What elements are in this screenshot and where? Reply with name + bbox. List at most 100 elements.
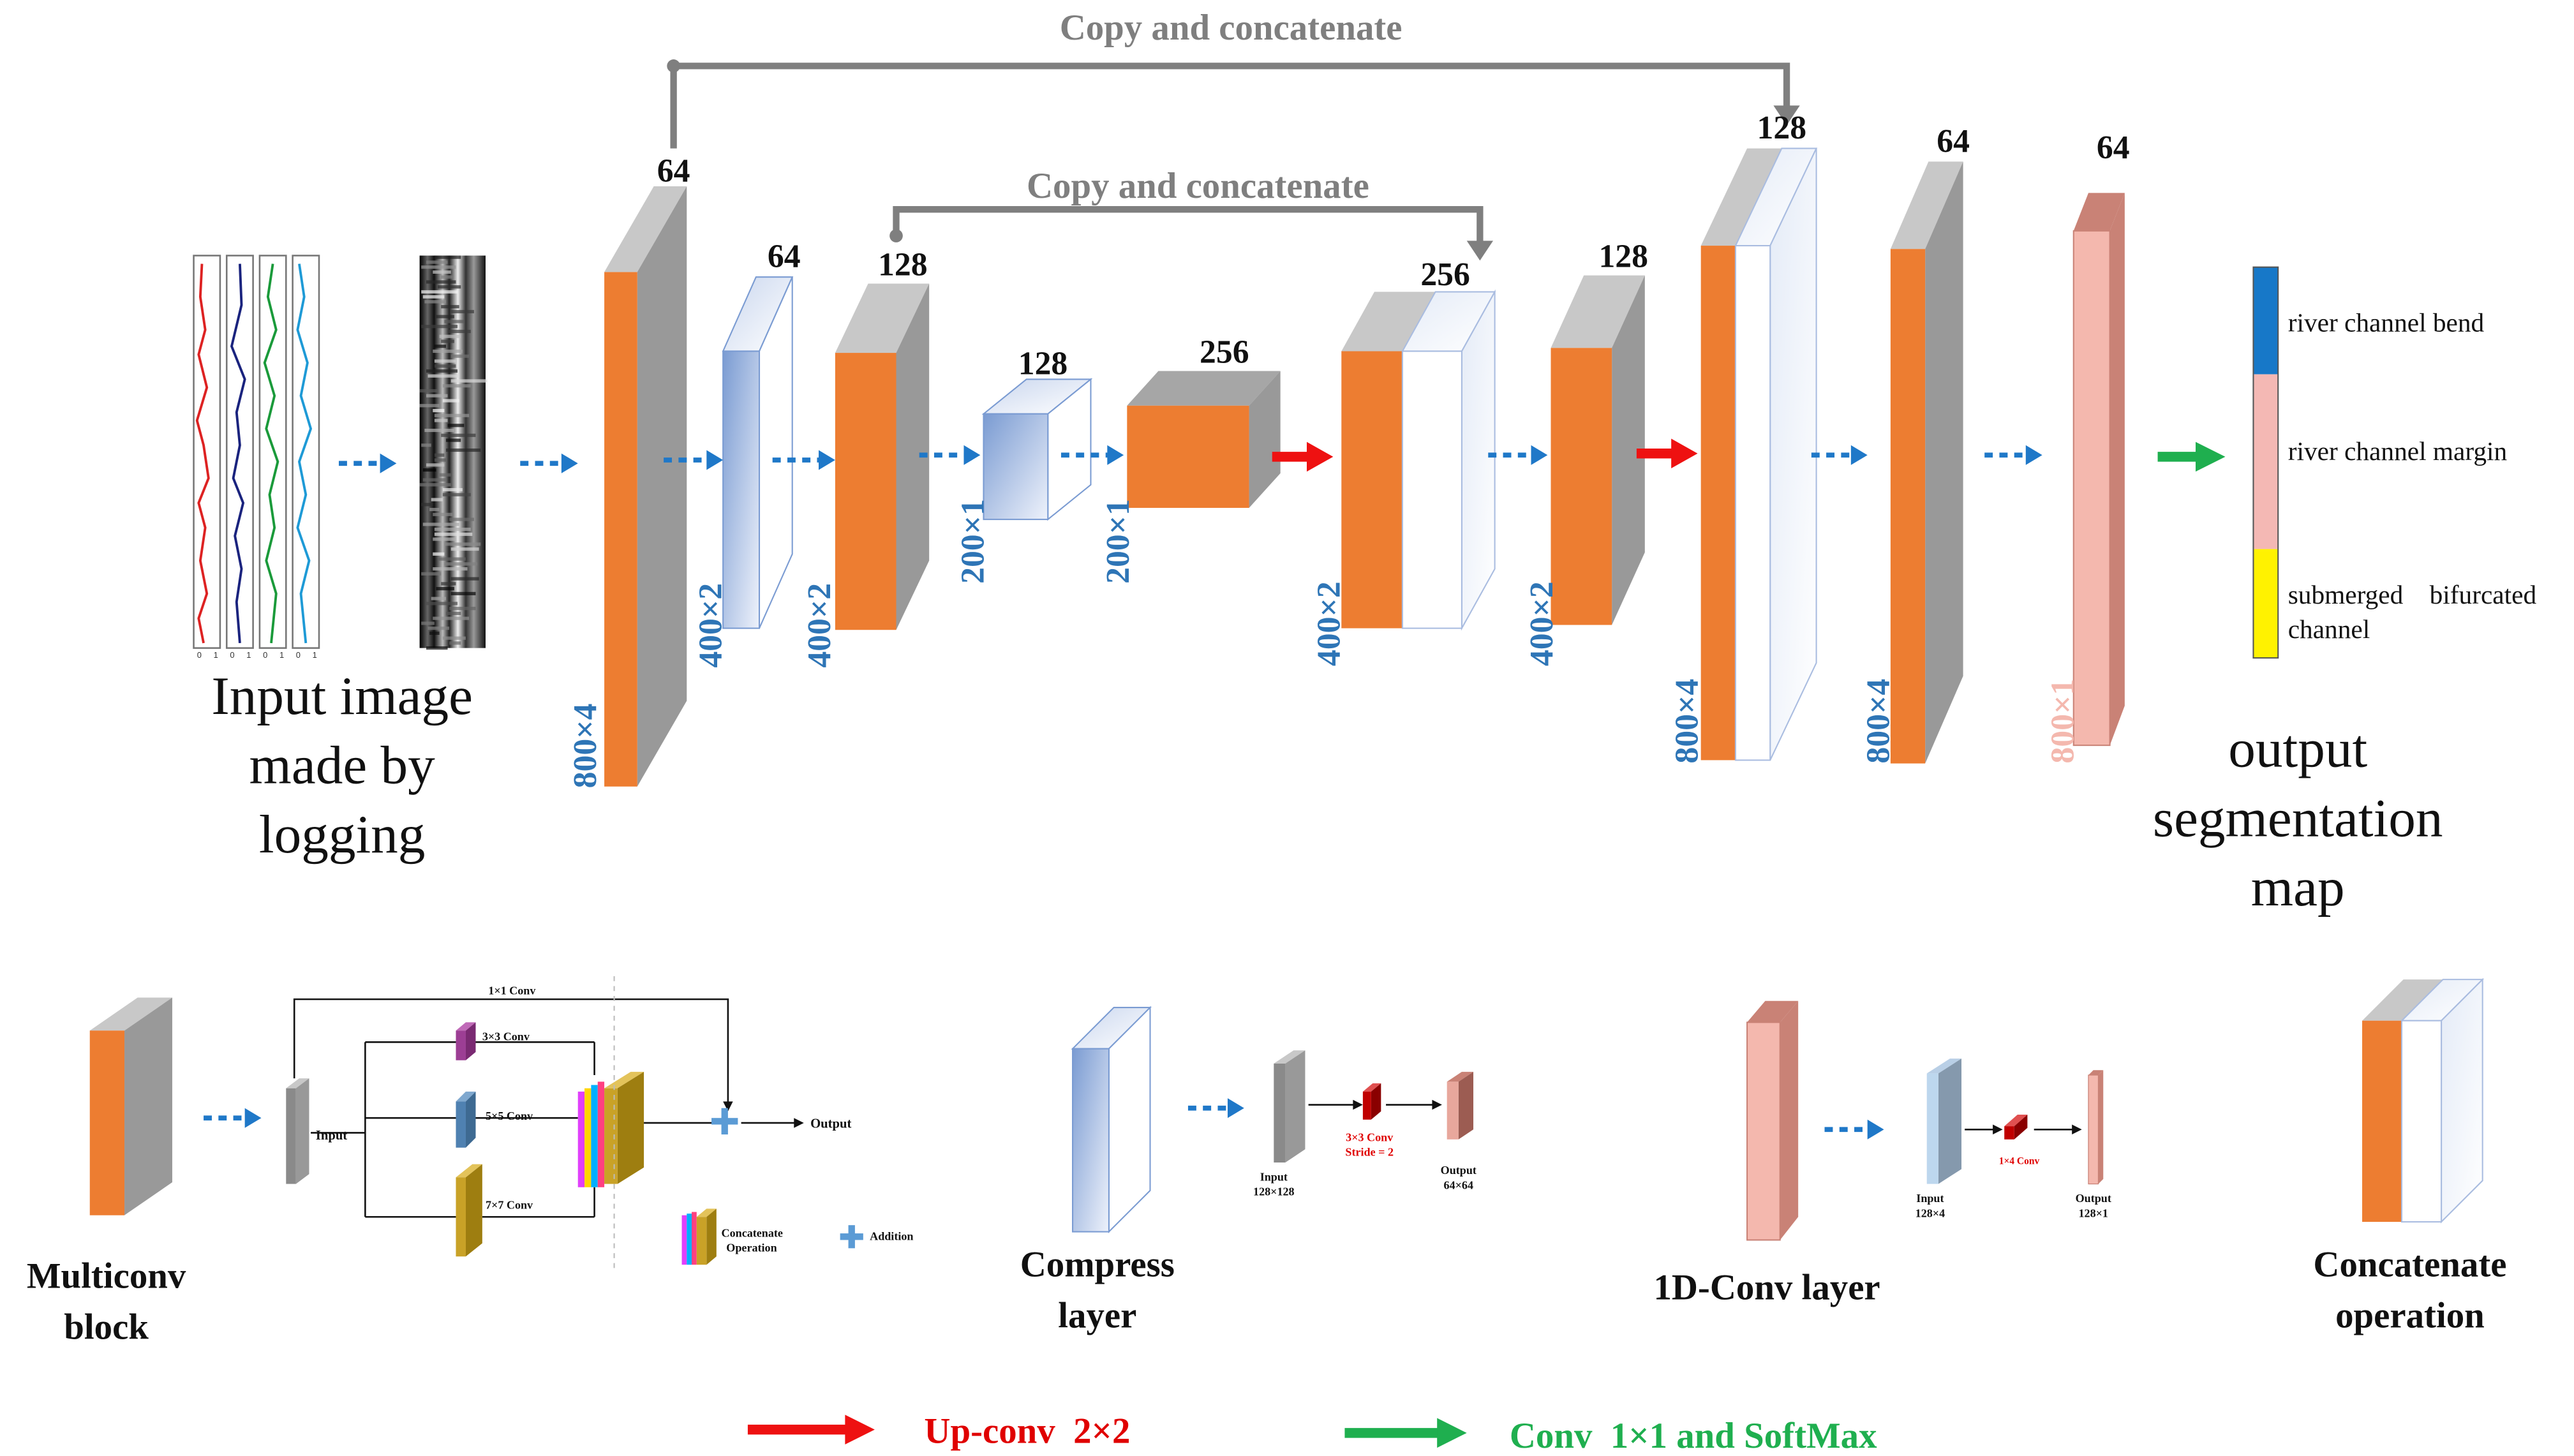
- blue-dashed-arrow: [1060, 445, 1124, 465]
- encoder-block-1-channels: 64: [657, 152, 690, 189]
- arrow-legend: Up-conv 2×2 Conv 1×1 and SoftMax: [747, 1411, 1877, 1456]
- conv1d-block-channels: 64: [2097, 130, 2130, 166]
- conv1d-input-label-line2: 128×4: [1916, 1207, 1945, 1219]
- compress-input-label-line2: 128×128: [1253, 1185, 1295, 1198]
- outer-skip-label: Copy and concatenate: [1060, 8, 1402, 48]
- blue-dashed-arrow: [1187, 1098, 1244, 1118]
- compress-op-label-line2: Stride = 2: [1345, 1146, 1394, 1159]
- bottleneck-block-size: 200×1: [1100, 499, 1136, 584]
- inner-skip-connection: Copy and concatenate: [889, 166, 1494, 261]
- log-tick: 1: [313, 650, 317, 660]
- decoder-block-1: 128 400×2: [1524, 239, 1648, 666]
- encoder-block-1: 64 800×4: [567, 152, 690, 788]
- compress-block-1: 64 400×2: [693, 239, 801, 668]
- legend-compress: Compress layer Input 128×128 3×3 Conv St…: [1020, 1006, 1477, 1335]
- concat-title-line2: operation: [2335, 1295, 2485, 1335]
- flow-arrows: [338, 438, 2226, 473]
- input-grayscale-image: [419, 255, 487, 650]
- bottleneck-block-channels: 256: [1200, 334, 1249, 371]
- concat-block-1: 256 400×2: [1311, 256, 1496, 666]
- multiconv-output-label: Output: [810, 1117, 851, 1131]
- output-caption-line2: segmentation: [2153, 788, 2443, 848]
- multiconv-addition-label: Addition: [870, 1229, 913, 1242]
- compress-input-label-line1: Input: [1260, 1170, 1288, 1183]
- encoder-block-2-channels: 128: [878, 247, 928, 283]
- multiconv-conv5x5-label: 5×5 Conv: [486, 1110, 533, 1122]
- decoder-block-2-size: 800×4: [1860, 679, 1896, 764]
- legend-conv1d: 1D-Conv layer Input 128×4 1×4 Conv Outpu…: [1653, 1000, 2111, 1307]
- navy-log-curve-icon: [225, 255, 254, 649]
- log-tick: 1: [279, 650, 284, 660]
- conv1d-block-size: 800×1: [2045, 679, 2081, 764]
- multiconv-conv7x7-label: 7×7 Conv: [486, 1198, 533, 1211]
- bottleneck-block: 256 200×1: [1100, 334, 1281, 584]
- addition-icon: [840, 1225, 863, 1249]
- log-tick: 1: [214, 650, 218, 660]
- input-caption-line3: logging: [259, 805, 426, 865]
- encoder-block-2-size: 400×2: [801, 583, 838, 668]
- blue-dashed-arrow: [1811, 445, 1868, 465]
- log-tick: 0: [197, 650, 202, 660]
- compress-block-2-size: 200×1: [955, 499, 991, 584]
- blue-dashed-arrow: [919, 445, 981, 465]
- compress-block-1-channels: 64: [768, 239, 801, 275]
- class-label-bifurcated: submerged bifurcated: [2288, 580, 2537, 609]
- compress-output-label-line1: Output: [1441, 1164, 1477, 1177]
- inner-skip-label: Copy and concatenate: [1027, 166, 1369, 206]
- upconv-legend-label: Up-conv 2×2: [924, 1411, 1130, 1451]
- multiconv-concat-label-line1: Concatenate: [722, 1226, 783, 1239]
- multiconv-title-line1: Multiconv: [27, 1256, 186, 1296]
- conv1d-title: 1D-Conv layer: [1653, 1267, 1880, 1307]
- decoder-block-1-size: 400×2: [1524, 581, 1560, 666]
- multiconv-conv1x1-label: 1×1 Conv: [488, 984, 536, 997]
- legend-concat: Concatenate operation: [2313, 977, 2507, 1335]
- input-log-curves: 0 1 0 1 0 1 0 1: [193, 255, 320, 660]
- softmax-legend-label: Conv 1×1 and SoftMax: [1510, 1416, 1877, 1456]
- output-caption-line1: output: [2228, 719, 2367, 779]
- log-tick: 0: [263, 650, 267, 660]
- blue-dashed-arrow: [664, 450, 724, 470]
- compress-op-label-line1: 3×3 Conv: [1346, 1131, 1394, 1143]
- concat-block-1-channels: 256: [1420, 256, 1470, 293]
- conv1d-op-label: 1×4 Conv: [1999, 1156, 2040, 1167]
- decoder-block-2-channels: 64: [1937, 123, 1970, 160]
- input-caption-line1: Input image: [211, 666, 473, 726]
- concat-title-line1: Concatenate: [2313, 1244, 2506, 1284]
- legend-multiconv: Multiconv block Input 1×1 Conv 3×3 Conv …: [27, 976, 913, 1348]
- multiconv-concat-label-line2: Operation: [726, 1242, 777, 1254]
- multiconv-title-line2: block: [64, 1307, 149, 1348]
- encoder-block-2: 128 400×2: [801, 247, 930, 668]
- compress-output-label-line2: 64×64: [1444, 1178, 1473, 1191]
- compress-block-2-channels: 128: [1018, 346, 1068, 382]
- log-tick: 1: [246, 650, 251, 660]
- blue-log-curve-icon: [292, 255, 320, 649]
- outer-skip-connection: Copy and concatenate: [667, 8, 1800, 149]
- output-caption-line3: map: [2251, 858, 2345, 917]
- green-log-curve-icon: [258, 255, 287, 649]
- segment-bifurcated: [2253, 549, 2279, 658]
- concat-block-2: 128 800×4: [1669, 110, 1818, 764]
- multiconv-input-label: Input: [316, 1129, 348, 1143]
- red-log-curve-icon: [193, 255, 221, 649]
- concat-block-1-size: 400×2: [1311, 581, 1348, 666]
- conv1d-input-label-line1: Input: [1916, 1192, 1944, 1205]
- class-label-channel: channel: [2288, 614, 2370, 644]
- class-label-margin: river channel margin: [2288, 436, 2508, 466]
- conv1d-block: 64 800×1: [2045, 130, 2130, 763]
- output-segmentation-map: river channel bend river channel margin …: [2252, 266, 2537, 659]
- conv1d-output-label-line1: Output: [2076, 1192, 2111, 1205]
- compress-title-line2: layer: [1058, 1295, 1136, 1335]
- red-upconv-arrow: [1272, 442, 1334, 472]
- class-label-bend: river channel bend: [2288, 308, 2485, 337]
- blue-dashed-arrow: [338, 453, 397, 473]
- concat-block-2-channels: 128: [1757, 110, 1807, 146]
- decoder-block-2: 64 800×4: [1860, 123, 1970, 764]
- compress-block-1-size: 400×2: [693, 583, 729, 668]
- multiconv-conv3x3-label: 3×3 Conv: [482, 1030, 530, 1043]
- addition-icon: [711, 1108, 738, 1135]
- blue-dashed-arrow: [1488, 445, 1548, 465]
- encoder-block-1-size: 800×4: [567, 704, 604, 789]
- segment-bend: [2253, 267, 2279, 375]
- concat-block-2-size: 800×4: [1669, 679, 1706, 764]
